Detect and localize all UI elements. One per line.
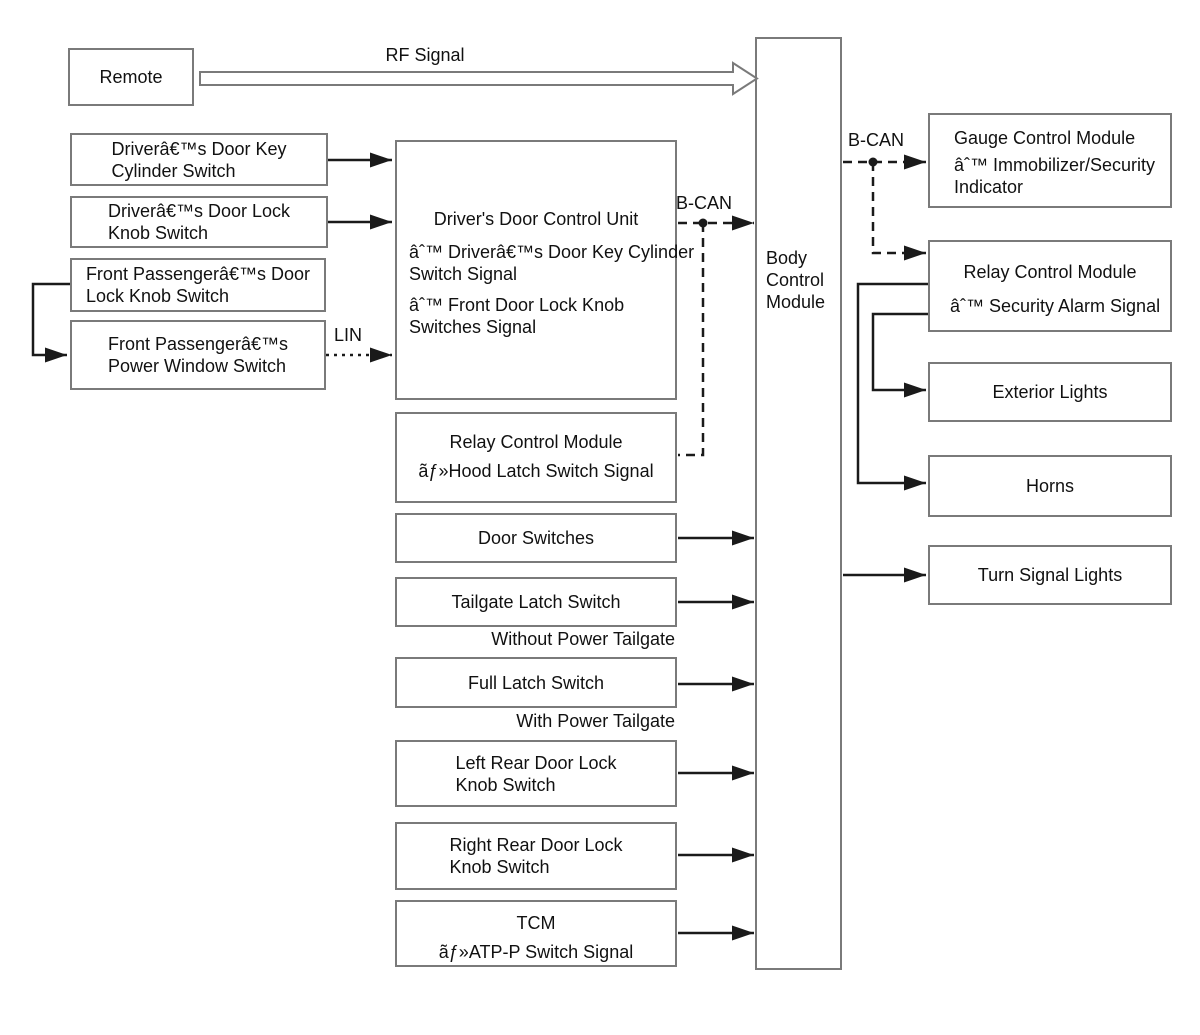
rf-signal-arrow: [199, 61, 759, 96]
box-tailgate-latch-switch: Tailgate Latch Switch: [395, 577, 677, 627]
box-remote-label: Remote: [99, 67, 163, 87]
box-front-passenger-power-window-switch: Front Passengerâ€™s Power Window Switch: [70, 320, 326, 390]
box-tailgate-latch-switch-label: Tailgate Latch Switch: [451, 592, 621, 612]
relay-mid-signal: ãƒ»Hood Latch Switch Signal: [418, 461, 654, 481]
box-full-latch-switch: Full Latch Switch: [395, 657, 677, 708]
line: Front Passengerâ€™s: [107, 334, 289, 354]
line: Module: [766, 292, 826, 312]
line: âˆ™ Driverâ€™s Door Key Cylinder: [409, 242, 695, 262]
relay-right-signal: âˆ™ Security Alarm Signal: [950, 296, 1161, 316]
box-driver-door-key-cylinder-switch: Driverâ€™s Door Key Cylinder Switch: [70, 133, 328, 186]
line: Left Rear Door Lock: [455, 752, 617, 773]
ddcu-signal-2: âˆ™ Front Door Lock Knob Switches Signal: [409, 294, 675, 338]
line: Knob Switch: [455, 774, 556, 795]
label-lin: LIN: [334, 325, 363, 345]
box-front-passenger-door-lock-knob-switch-text: Front Passengerâ€™s Door Lock Knob Switc…: [86, 263, 310, 307]
line: Switches Signal: [409, 317, 537, 337]
line: Switch Signal: [409, 264, 518, 284]
line: Right Rear Door Lock: [449, 835, 623, 855]
line: Power Window Switch: [107, 356, 287, 376]
line: Body: [766, 248, 808, 268]
box-front-passenger-power-window-switch-text: Front Passengerâ€™s Power Window Switch: [108, 333, 288, 377]
label-without-power-tailgate: Without Power Tailgate: [491, 629, 675, 649]
line: Control: [766, 270, 825, 290]
box-driver-door-key-cylinder-switch-text: Driverâ€™s Door Key Cylinder Switch: [111, 138, 286, 182]
b-can-junction-dot-left: [698, 218, 708, 228]
box-right-rear-door-lock-knob-switch: Right Rear Door Lock Knob Switch: [395, 822, 677, 890]
gauge-signal-line2: Indicator: [954, 177, 1024, 197]
box-front-passenger-door-lock-knob-switch: Front Passengerâ€™s Door Lock Knob Switc…: [70, 258, 326, 312]
line: Driverâ€™s Door Key: [111, 138, 287, 159]
box-right-rear-door-lock-knob-switch-text: Right Rear Door Lock Knob Switch: [449, 834, 622, 878]
box-gauge-control-module: Gauge Control Module âˆ™ Immobilizer/Sec…: [928, 113, 1172, 208]
box-left-rear-door-lock-knob-switch-text: Left Rear Door Lock Knob Switch: [455, 752, 616, 796]
box-tcm: TCM ãƒ»ATP-P Switch Signal: [395, 900, 677, 967]
box-left-rear-door-lock-knob-switch: Left Rear Door Lock Knob Switch: [395, 740, 677, 807]
box-full-latch-switch-label: Full Latch Switch: [467, 672, 605, 693]
relay-right-title: Relay Control Module: [963, 262, 1137, 282]
box-turn-signal-lights: Turn Signal Lights: [928, 545, 1172, 605]
box-door-switches-label: Door Switches: [477, 528, 595, 548]
arrow-relay-right-to-exterior-lights: [871, 312, 928, 398]
line: Front Passengerâ€™s Door: [85, 264, 311, 284]
tcm-signal: ãƒ»ATP-P Switch Signal: [438, 942, 634, 962]
label-b-can-right: B-CAN: [848, 130, 905, 150]
line: Cylinder Switch: [111, 160, 236, 181]
box-relay-control-module-right: Relay Control Module âˆ™ Security Alarm …: [928, 240, 1172, 332]
box-driver-door-lock-knob-switch: Driverâ€™s Door Lock Knob Switch: [70, 196, 328, 248]
ddcu-signal-1: âˆ™ Driverâ€™s Door Key Cylinder Switch …: [409, 241, 695, 285]
gauge-title: Gauge Control Module: [954, 128, 1136, 148]
box-door-switches: Door Switches: [395, 513, 677, 563]
arrow-b-can-down-to-relay-right: [871, 162, 926, 261]
tcm-title: TCM: [516, 913, 556, 933]
box-relay-control-module-mid: Relay Control Module ãƒ»Hood Latch Switc…: [395, 412, 677, 503]
box-driver-door-lock-knob-switch-text: Driverâ€™s Door Lock Knob Switch: [108, 200, 290, 244]
line: Lock Knob Switch: [85, 286, 230, 306]
relay-mid-title: Relay Control Module: [449, 432, 623, 452]
ddcu-signal-list: âˆ™ Driverâ€™s Door Key Cylinder Switch …: [397, 241, 695, 338]
gauge-signal-line1: âˆ™ Immobilizer/Security: [954, 155, 1156, 175]
arrow-relay-right-to-horns: [856, 282, 928, 491]
box-turn-signal-lights-label: Turn Signal Lights: [977, 565, 1123, 585]
b-can-junction-dot-right: [868, 157, 878, 167]
ddcu-title: Driver's Door Control Unit: [433, 209, 639, 229]
box-horns: Horns: [928, 455, 1172, 517]
box-horns-label: Horns: [1025, 476, 1074, 496]
arrow-passenger-lock-knob-to-power-window: [31, 282, 70, 363]
box-drivers-door-control-unit: Driver's Door Control Unit âˆ™ Driverâ€™…: [395, 140, 695, 400]
line: Driverâ€™s Door Lock: [107, 201, 291, 221]
box-exterior-lights: Exterior Lights: [928, 362, 1172, 422]
label-with-power-tailgate: With Power Tailgate: [516, 711, 675, 731]
line: âˆ™ Front Door Lock Knob: [409, 295, 625, 315]
line: Knob Switch: [107, 223, 209, 243]
line: Knob Switch: [449, 857, 550, 877]
label-b-can-left: B-CAN: [676, 193, 733, 213]
box-body-control-module: Body Control Module: [755, 37, 842, 970]
box-exterior-lights-label: Exterior Lights: [992, 382, 1108, 402]
label-rf-signal: RF Signal: [385, 45, 465, 65]
box-remote: Remote: [68, 48, 194, 106]
